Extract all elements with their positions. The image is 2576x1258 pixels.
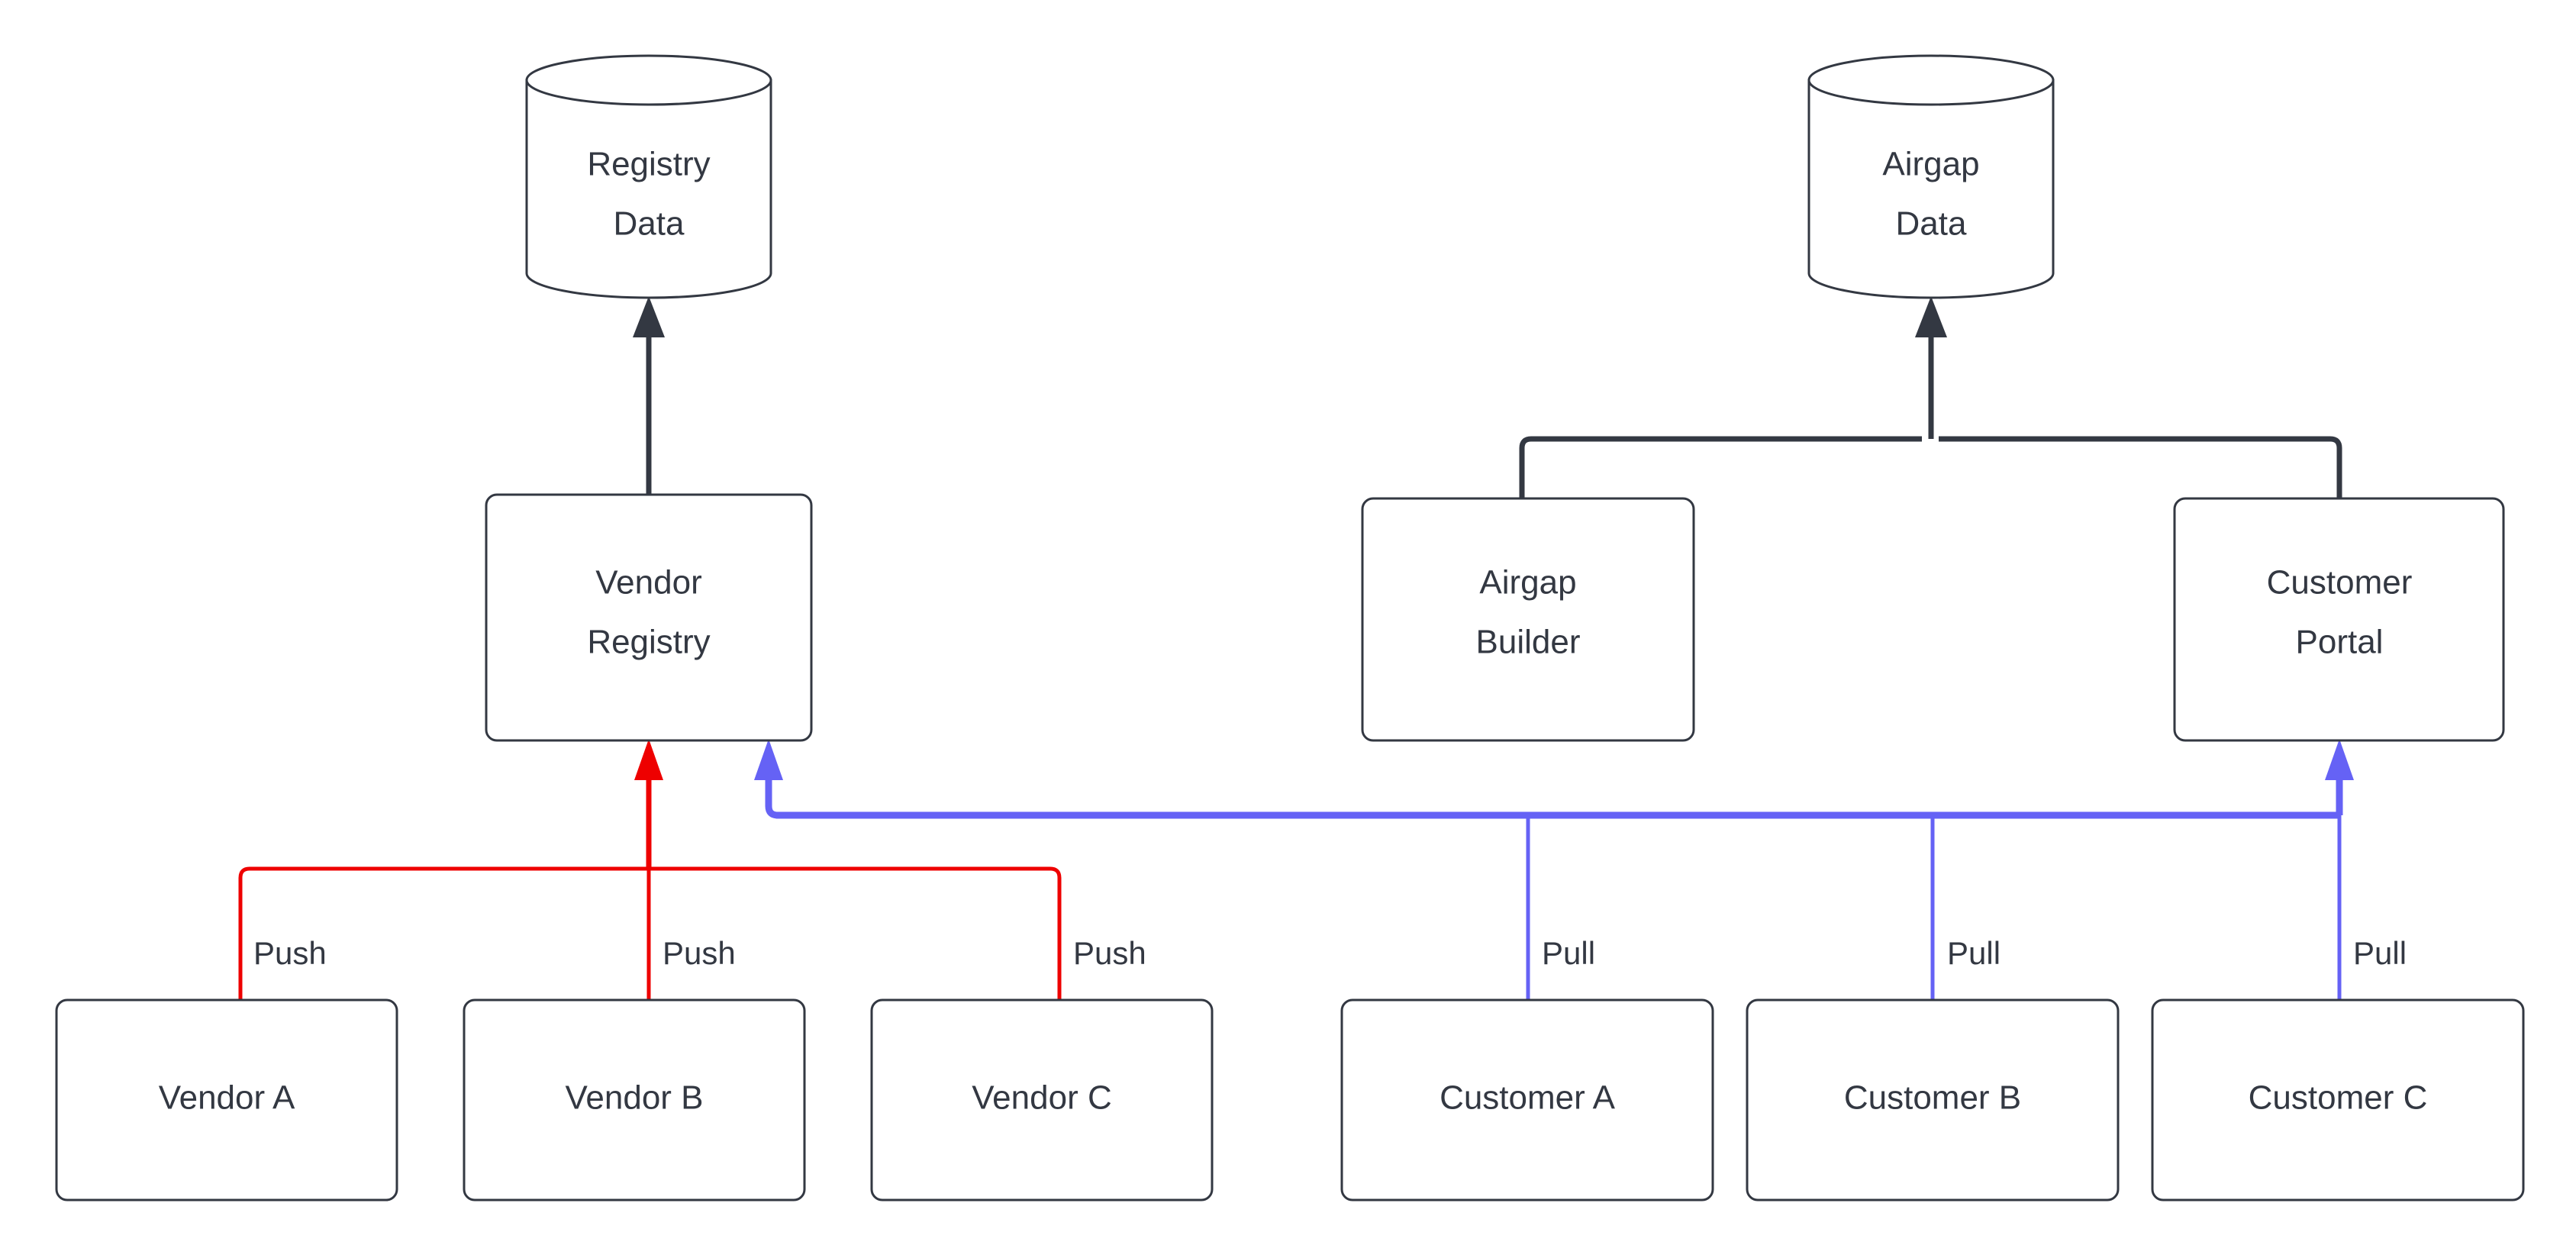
actor-vendor-b[interactable]: Vendor B (463, 998, 806, 1202)
customer-b-label: Customer B (1844, 1079, 2021, 1117)
edge-pull-customer-c (2325, 739, 2354, 1000)
edge-push-vendor-a (238, 866, 649, 1000)
vendor-registry-label-line1: Vendor (595, 564, 701, 602)
vendor-b-label: Vendor B (565, 1079, 703, 1117)
service-customer-portal[interactable]: Customer Portal (2173, 497, 2505, 742)
edge-push-trunk-to-vendor-registry (634, 739, 663, 869)
edge-customer-portal-to-airgap-data (1939, 436, 2342, 498)
edge-pull-bus-to-vendor-registry (754, 739, 2339, 819)
actor-customer-c[interactable]: Customer C (2151, 998, 2525, 1202)
airgap-builder-label-line1: Airgap (1479, 564, 1576, 602)
edge-push-vendor-c (649, 866, 1062, 1000)
vendor-c-label: Vendor C (972, 1079, 1111, 1117)
registry-data-label-line1: Registry (587, 146, 710, 183)
airgap-builder-label-line2: Builder (1476, 624, 1581, 661)
customer-a-label: Customer A (1440, 1079, 1616, 1117)
service-airgap-builder[interactable]: Airgap Builder (1361, 497, 1695, 742)
airgap-data-label-line1: Airgap (1882, 146, 1979, 183)
edge-label-pull-customer-b: Pull (1947, 935, 2001, 971)
actor-customer-b[interactable]: Customer B (1746, 998, 2120, 1202)
datastore-airgap-data[interactable]: Airgap Data (1807, 54, 2055, 299)
customer-portal-label-line2: Portal (2296, 624, 2384, 661)
edge-label-push-vendor-b: Push (663, 935, 736, 971)
edge-label-push-vendor-a: Push (253, 935, 327, 971)
airgap-data-label-line2: Data (1896, 205, 1967, 243)
edge-label-push-vendor-c: Push (1073, 935, 1146, 971)
service-vendor-registry[interactable]: Vendor Registry (485, 493, 813, 742)
actor-vendor-a[interactable]: Vendor A (55, 998, 398, 1202)
actor-customer-a[interactable]: Customer A (1340, 998, 1714, 1202)
edge-vendor-registry-to-registry-data (633, 296, 665, 495)
datastore-registry-data[interactable]: Registry Data (525, 54, 772, 299)
edge-airgap-builder-to-airgap-data (1519, 436, 1922, 498)
actor-vendor-c[interactable]: Vendor C (870, 998, 1214, 1202)
vendor-a-label: Vendor A (159, 1079, 295, 1117)
edge-label-pull-customer-a: Pull (1542, 935, 1595, 971)
customer-c-label: Customer C (2249, 1079, 2428, 1117)
customer-portal-label-line1: Customer (2267, 564, 2413, 602)
vendor-registry-label-line2: Registry (587, 624, 710, 661)
edge-airgap-data-trunk (1915, 296, 1947, 439)
edge-label-pull-customer-c: Pull (2353, 935, 2407, 971)
registry-data-label-line2: Data (614, 205, 685, 243)
